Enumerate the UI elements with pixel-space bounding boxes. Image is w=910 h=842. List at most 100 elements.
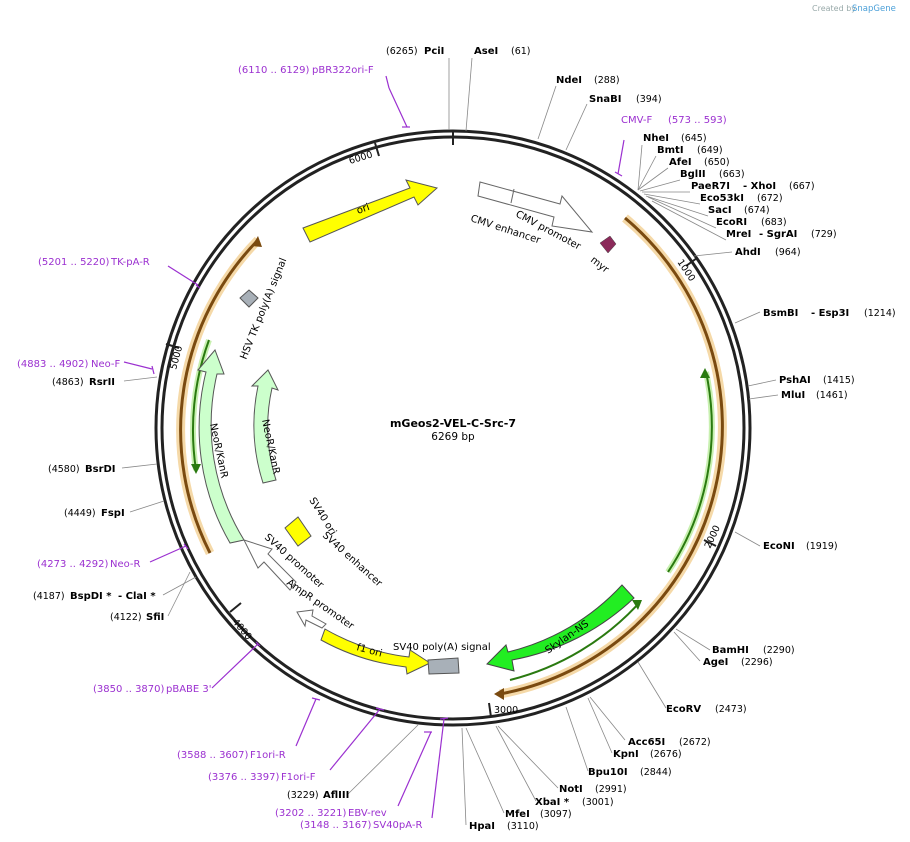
- site-name-bglii[interactable]: BglII: [680, 169, 706, 180]
- site-name-mrei[interactable]: MreI: [726, 229, 751, 240]
- primer-range-pbr322: (6110 .. 6129): [238, 65, 310, 76]
- primer-leaders: [123, 75, 625, 819]
- site-pos-kpni: (2676): [650, 749, 682, 760]
- site-pos-mlui: (1461): [816, 390, 848, 401]
- orf-right-halo: [499, 214, 727, 699]
- site-pos-snabi: (394): [636, 94, 662, 105]
- ori-label: ori: [355, 202, 371, 217]
- site-name-pshai[interactable]: PshAI: [779, 375, 811, 386]
- site-pos-bsmbi: (1214): [864, 308, 896, 319]
- site-name-bmti[interactable]: BmtI: [657, 145, 684, 156]
- site-name-sgrai[interactable]: - SgrAI: [759, 229, 797, 240]
- primer-name-pbr322[interactable]: pBR322ori-F: [312, 65, 374, 76]
- site-pos-ndei: (288): [594, 75, 620, 86]
- site-name-afliii[interactable]: AflIII: [323, 790, 349, 801]
- site-name-bamhi[interactable]: BamHI: [712, 645, 749, 656]
- primer-name-pbabe[interactable]: pBABE 3': [166, 684, 212, 695]
- primer-name-sv40par[interactable]: SV40pA-R: [373, 820, 422, 831]
- green-left-arc: [191, 339, 210, 471]
- site-pos-nhei: (645): [681, 133, 707, 144]
- site-name-fspi[interactable]: FspI: [101, 508, 125, 519]
- orf-left-arrowhead: [252, 236, 262, 247]
- site-pos-bsrdi: (4580): [48, 464, 80, 475]
- site-pos-bamhi: (2290): [763, 645, 795, 656]
- primer-name-f1orif[interactable]: F1ori-F: [281, 772, 316, 783]
- site-name-esp3i[interactable]: - Esp3I: [811, 308, 849, 319]
- primer-name-neof[interactable]: Neo-F: [91, 359, 121, 370]
- tick-1000: [685, 257, 698, 267]
- primer-name-ebvrev[interactable]: EBV-rev: [348, 808, 387, 819]
- site-pos-pcii: (6265): [386, 46, 418, 57]
- site-name-rsrii[interactable]: RsrII: [89, 377, 115, 388]
- site-name-agei[interactable]: AgeI: [703, 657, 728, 668]
- site-pos-bspdi: (4187): [33, 591, 65, 602]
- ori-arrow: [302, 179, 439, 243]
- green-lower-arc: [509, 601, 641, 681]
- tick-5000: [165, 343, 180, 349]
- site-name-ecorv[interactable]: EcoRV: [666, 704, 701, 715]
- site-name-bsmbi[interactable]: BsmBI: [763, 308, 798, 319]
- site-name-kpni[interactable]: KpnI: [613, 749, 639, 760]
- site-pos-xbai: (3001): [582, 797, 614, 808]
- site-pos-eco53ki: (672): [757, 193, 783, 204]
- site-name-ahdi[interactable]: AhdI: [735, 247, 761, 258]
- orf-right-arc: [499, 216, 724, 696]
- site-name-acc65i[interactable]: Acc65I: [628, 737, 665, 748]
- site-name-snabi[interactable]: SnaBI: [589, 94, 621, 105]
- site-name-bsrdi[interactable]: BsrDI: [85, 464, 116, 475]
- primer-name-neor[interactable]: Neo-R: [110, 559, 141, 570]
- site-pos-bglii: (663): [719, 169, 745, 180]
- sv40-polya-box: [427, 657, 460, 675]
- tick-4000: [229, 602, 242, 613]
- credit-text: Created by: [812, 4, 856, 13]
- site-name-nhei[interactable]: NheI: [643, 133, 669, 144]
- site-name-xbai[interactable]: XbaI *: [535, 797, 570, 808]
- site-name-clai[interactable]: - ClaI *: [118, 591, 156, 602]
- site-pos-mrei: (729): [811, 229, 837, 240]
- tick-label-6000: 6000: [348, 149, 374, 167]
- site-pos-ahdi: (964): [775, 247, 801, 258]
- site-pos-agei: (2296): [741, 657, 773, 668]
- site-pos-ecori: (683): [761, 217, 787, 228]
- site-name-bpu10i[interactable]: Bpu10I: [588, 767, 628, 778]
- site-name-ndei[interactable]: NdeI: [556, 75, 582, 86]
- f1-ori-arrow: [320, 628, 432, 675]
- site-name-hpai[interactable]: HpaI: [469, 821, 495, 832]
- site-name-afei[interactable]: AfeI: [669, 157, 692, 168]
- cmv-arrow: [477, 181, 594, 233]
- primer-range-tkpar: (5201 .. 5220): [38, 257, 110, 268]
- site-name-noti[interactable]: NotI: [559, 784, 583, 795]
- green-right-arrowhead: [700, 368, 710, 378]
- primer-name-f1orir[interactable]: F1ori-R: [250, 750, 286, 761]
- site-pos-asei: (61): [511, 46, 531, 57]
- sv40-ori-label: SV40 ori: [306, 496, 338, 538]
- site-leaders: [121, 57, 779, 826]
- tick-marks: [165, 131, 717, 718]
- neor-outer-arrow: [197, 349, 245, 544]
- site-pos-saci: (674): [744, 205, 770, 216]
- site-name-saci[interactable]: SacI: [708, 205, 732, 216]
- site-name-ecori[interactable]: EcoRI: [716, 217, 747, 228]
- site-name-econi[interactable]: EcoNI: [763, 541, 795, 552]
- site-name-mfei[interactable]: MfeI: [505, 809, 530, 820]
- primer-range-ebvrev: (3202 .. 3221): [275, 808, 347, 819]
- sv40-polya-label: SV40 poly(A) signal: [393, 642, 491, 653]
- site-name-paer7i[interactable]: PaeR7I: [691, 181, 730, 192]
- site-name-eco53ki[interactable]: Eco53kI: [700, 193, 744, 204]
- primer-name-cmvf[interactable]: CMV-F: [621, 115, 652, 126]
- site-name-sfii[interactable]: SfiI: [146, 612, 164, 623]
- sv40-ori-box: [284, 516, 312, 547]
- site-pos-ecorv: (2473): [715, 704, 747, 715]
- tick-label-3000: 3000: [494, 705, 518, 716]
- tick-2000: [703, 539, 717, 547]
- site-name-mlui[interactable]: MluI: [781, 390, 805, 401]
- site-name-bspdi[interactable]: BspDI *: [70, 591, 112, 602]
- site-name-xhoi[interactable]: - XhoI: [743, 181, 776, 192]
- tick-3000: [488, 702, 492, 718]
- site-name-asei[interactable]: AseI: [474, 46, 498, 57]
- sv40-promoter-arrow: [243, 539, 297, 591]
- primer-name-tkpar[interactable]: TK-pA-R: [110, 257, 150, 268]
- primer-range-sv40par: (3148 .. 3167): [300, 820, 372, 831]
- site-name-pcii[interactable]: PciI: [424, 46, 444, 57]
